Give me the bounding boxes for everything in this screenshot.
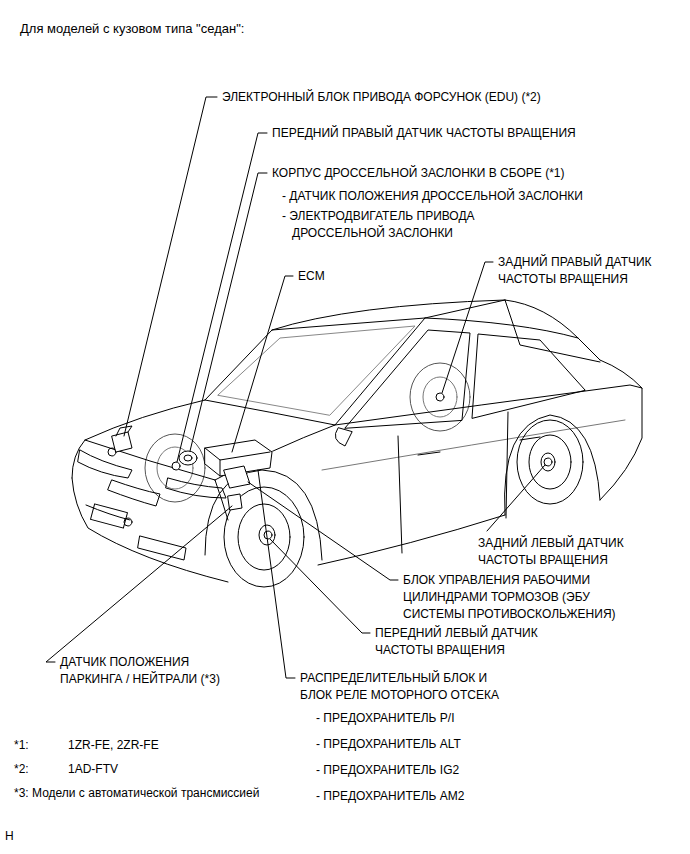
side-sill: [318, 515, 505, 565]
roof-edge: [272, 300, 505, 330]
part-label: ПЕРЕДНИЙ ЛЕВЫЙ ДАТЧИК ЧАСТОТЫ ВРАЩЕНИЯ: [375, 625, 538, 659]
part-label: - ЭЛЕКТРОДВИГАТЕЛЬ ПРИВОДА ДРОССЕЛЬНОЙ З…: [282, 208, 475, 242]
leader-line: [270, 539, 370, 633]
part-label: - ПРЕДОХРАНИТЕЛЬ ALT: [316, 736, 461, 753]
part-label: ECM: [298, 268, 325, 285]
license-plate: [91, 504, 128, 528]
front-right-wheel: [145, 434, 205, 502]
front-bumper: [72, 478, 228, 582]
speed-sensor: [436, 393, 444, 401]
part-label: ПЕРЕДНИЙ ПРАВЫЙ ДАТЧИК ЧАСТОТЫ ВРАЩЕНИЯ: [272, 125, 576, 142]
leader-line: [487, 465, 545, 531]
part-label: - ДАТЧИК ПОЛОЖЕНИЯ ДРОССЕЛЬНОЙ ЗАСЛОНКИ: [282, 188, 583, 205]
speed-sensor: [172, 462, 180, 470]
trunk-lid: [600, 360, 642, 388]
rear-wheel-arch: [505, 415, 600, 515]
throttle-bore: [184, 455, 192, 461]
part-label: 1AD-FTV: [68, 761, 118, 778]
page-title: Для моделей с кузовом типа "седан":: [20, 20, 244, 37]
rear-right-wheel: [410, 363, 470, 431]
leader-line: [442, 262, 493, 393]
throttle-body: [179, 451, 197, 465]
leader-line: [124, 97, 217, 436]
brake-actuator: [224, 466, 250, 488]
hood-right-edge: [72, 400, 205, 478]
part-label: ЗАДНИЙ ЛЕВЫЙ ДАТЧИК ЧАСТОТЫ ВРАЩЕНИЯ: [478, 535, 624, 569]
part-label: - ПРЕДОХРАНИТЕЛЬ IG2: [316, 762, 459, 779]
leader-line: [46, 506, 232, 662]
part-label: - ПРЕДОХРАНИТЕЛЬ AM2: [316, 788, 464, 805]
lower-intake: [138, 536, 186, 560]
speed-sensor: [264, 531, 272, 539]
part-label: КОРПУС ДРОССЕЛЬНОЙ ЗАСЛОНКИ В СБОРЕ (*1): [272, 165, 565, 182]
right-headlight: [78, 450, 132, 478]
part-label: РАСПРЕДЕЛИТЕЛЬНЫЙ БЛОК И БЛОК РЕЛЕ МОТОР…: [300, 670, 499, 704]
part-label: БЛОК УПРАВЛЕНИЯ РАБОЧИМИ ЦИЛИНДРАМИ ТОРМ…: [403, 572, 616, 623]
windshield: [205, 318, 425, 425]
leader-line: [190, 173, 267, 451]
mirror: [335, 428, 352, 446]
rear-window: [505, 300, 600, 362]
edu-unit: [112, 432, 132, 452]
front-wheel-arch: [205, 470, 322, 560]
part-label: 1ZR-FE, 2ZR-FE: [68, 737, 159, 754]
door-handle: [418, 452, 440, 455]
roof-outline: [205, 300, 600, 400]
part-label: ДАТЧИК ПОЛОЖЕНИЯ ПАРКИНГА / НЕЙТРАЛИ (*3…: [60, 654, 220, 688]
part-label: *1:: [14, 737, 29, 754]
left-headlight: [166, 478, 226, 498]
part-label: *3: Модели с автоматической трансмиссией: [14, 785, 259, 802]
front-side-window: [345, 330, 470, 428]
roof-rail: [425, 318, 578, 338]
body-crease: [322, 420, 625, 470]
rear-left-hub: [541, 453, 555, 471]
rear-left-rim: [529, 435, 571, 489]
part-label: ЗАДНИЙ ПРАВЫЙ ДАТЧИК ЧАСТОТЫ ВРАЩЕНИЯ: [498, 254, 652, 288]
grille: [108, 480, 160, 506]
part-label: H: [5, 828, 14, 845]
fog-light: [124, 518, 132, 526]
leader-line: [232, 276, 293, 452]
part-label: ЭЛЕКТРОННЫЙ БЛОК ПРИВОДА ФОРСУНОК (EDU) …: [222, 89, 541, 106]
rear-left-wheel: [517, 420, 583, 504]
front-door-edge: [398, 436, 402, 553]
front-left-wheel: [224, 487, 304, 587]
hood-front-edge: [85, 440, 215, 480]
leader-line: [177, 133, 267, 462]
part-label: *2:: [14, 761, 29, 778]
leader-line: [258, 470, 295, 678]
part-label: - ПРЕДОХРАНИТЕЛЬ P/I: [316, 710, 454, 727]
